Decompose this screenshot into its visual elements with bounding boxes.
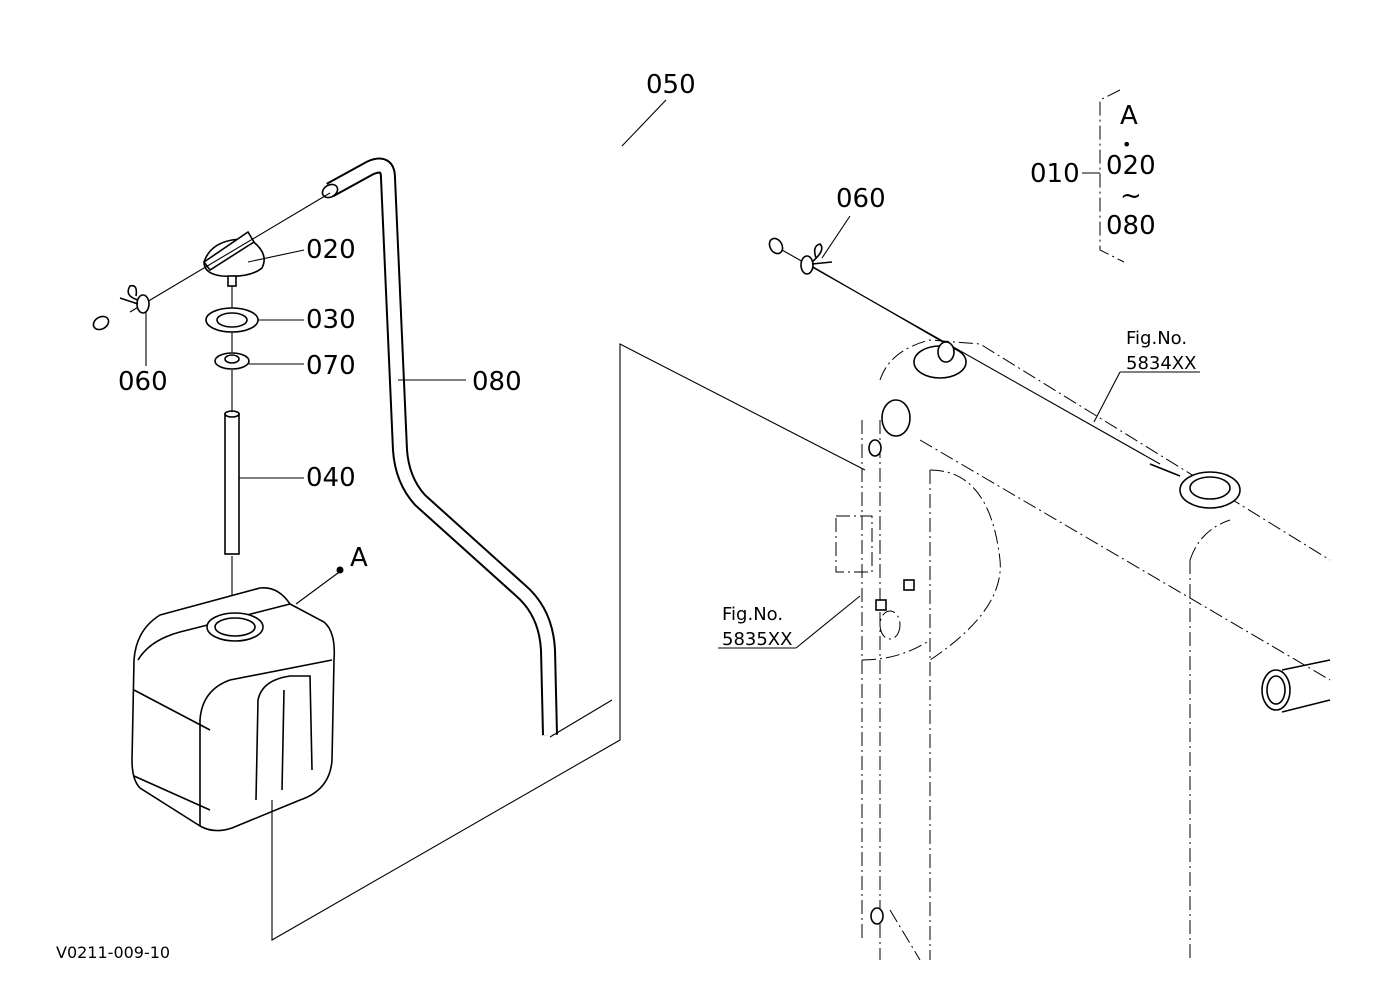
callout-leaders [145,99,1200,649]
callout-070: 070 [306,351,356,381]
hose-050 [48,44,784,347]
fig-ref-5834-caption: Fig.No. [1126,328,1187,349]
cap-020 [202,230,265,287]
callout-060-right: 060 [836,184,886,214]
pipe-040 [224,410,240,555]
fig-ref-5834-number: 5834XX [1126,353,1196,374]
assembly-key-from: 020 [1106,151,1156,181]
ref-a-dot [336,566,344,574]
assembly-lines [129,192,1161,610]
drawing-code: V0211-009-10 [56,943,170,962]
callout-010: 010 [1030,159,1080,189]
fig-ref-5835-number: 5835XX [722,629,792,650]
clamp-060-left [119,284,150,314]
washer-070 [214,352,250,370]
callout-060-left: 060 [118,367,168,397]
routing-lines [271,343,866,941]
assembly-key-dot: • [1122,135,1131,154]
radiator-reference [835,339,1331,961]
clamp-060-right [800,243,833,275]
assembly-key-letter: A [1120,101,1138,131]
callout-080: 080 [472,367,522,397]
assembly-key-tilde: ~ [1120,181,1142,211]
callout-ref-a: A [350,543,368,573]
callout-030: 030 [306,305,356,335]
fig-ref-5835-caption: Fig.No. [722,604,783,625]
assembly-key-bracket [1082,89,1125,263]
reserve-tank [131,587,336,832]
callout-020: 020 [306,235,356,265]
gasket-030 [205,307,259,333]
hose-080 [321,157,558,736]
assembly-key-to: 080 [1106,211,1156,241]
callout-050: 050 [646,70,696,100]
callout-040: 040 [306,463,356,493]
